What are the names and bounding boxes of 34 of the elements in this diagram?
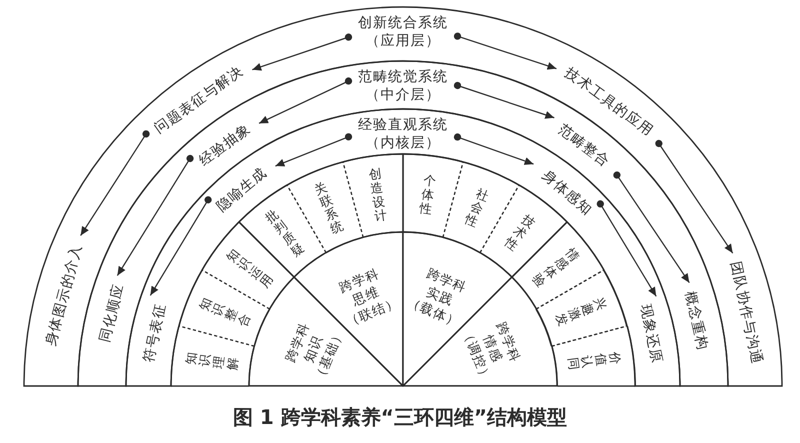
arrow (258, 77, 352, 124)
ring-title: 范畴统觉系统（中介层） (348, 68, 458, 104)
cell-label: 知识理解 (183, 350, 240, 371)
arrow (454, 133, 534, 165)
cell-label: 个体性 (419, 172, 438, 216)
ring-title: 经验直观系统（内核层） (348, 116, 458, 152)
arc-label: 团队协作与沟通 (726, 253, 767, 373)
ring-title: 创新统合系统（应用层） (348, 14, 458, 50)
sector-cell (170, 324, 256, 387)
arc-label: 符号表征 (140, 295, 171, 372)
cell-label: 知识整合 (196, 295, 254, 329)
arrow (252, 34, 352, 71)
arc-label: 同化顺应 (95, 276, 129, 352)
arrow (80, 130, 150, 236)
arc-label: 概念重构 (680, 282, 712, 358)
cell-label: 价值认同 (566, 350, 623, 371)
arrow (150, 196, 212, 296)
arrow (116, 154, 194, 276)
cell-label: 关联系统 (312, 179, 346, 236)
arrow (454, 32, 557, 70)
arrow (613, 171, 690, 284)
arc-label: 身体图示的介入 (40, 236, 88, 355)
sector-cell (550, 324, 636, 387)
arrow (655, 140, 734, 254)
cell-label: 社会性 (462, 186, 491, 230)
ring-band (23, 6, 783, 387)
arrow (275, 133, 352, 167)
arc-label: 现象还原 (636, 296, 667, 372)
arrow (596, 200, 657, 297)
cell-label: 创造设计 (368, 166, 388, 224)
arrow (454, 82, 554, 119)
sector-cell (402, 153, 464, 238)
caption: 图 1 跨学科素养“三环四维”结构模型 (232, 405, 568, 429)
cell-label: 兴趣激发 (552, 295, 610, 329)
